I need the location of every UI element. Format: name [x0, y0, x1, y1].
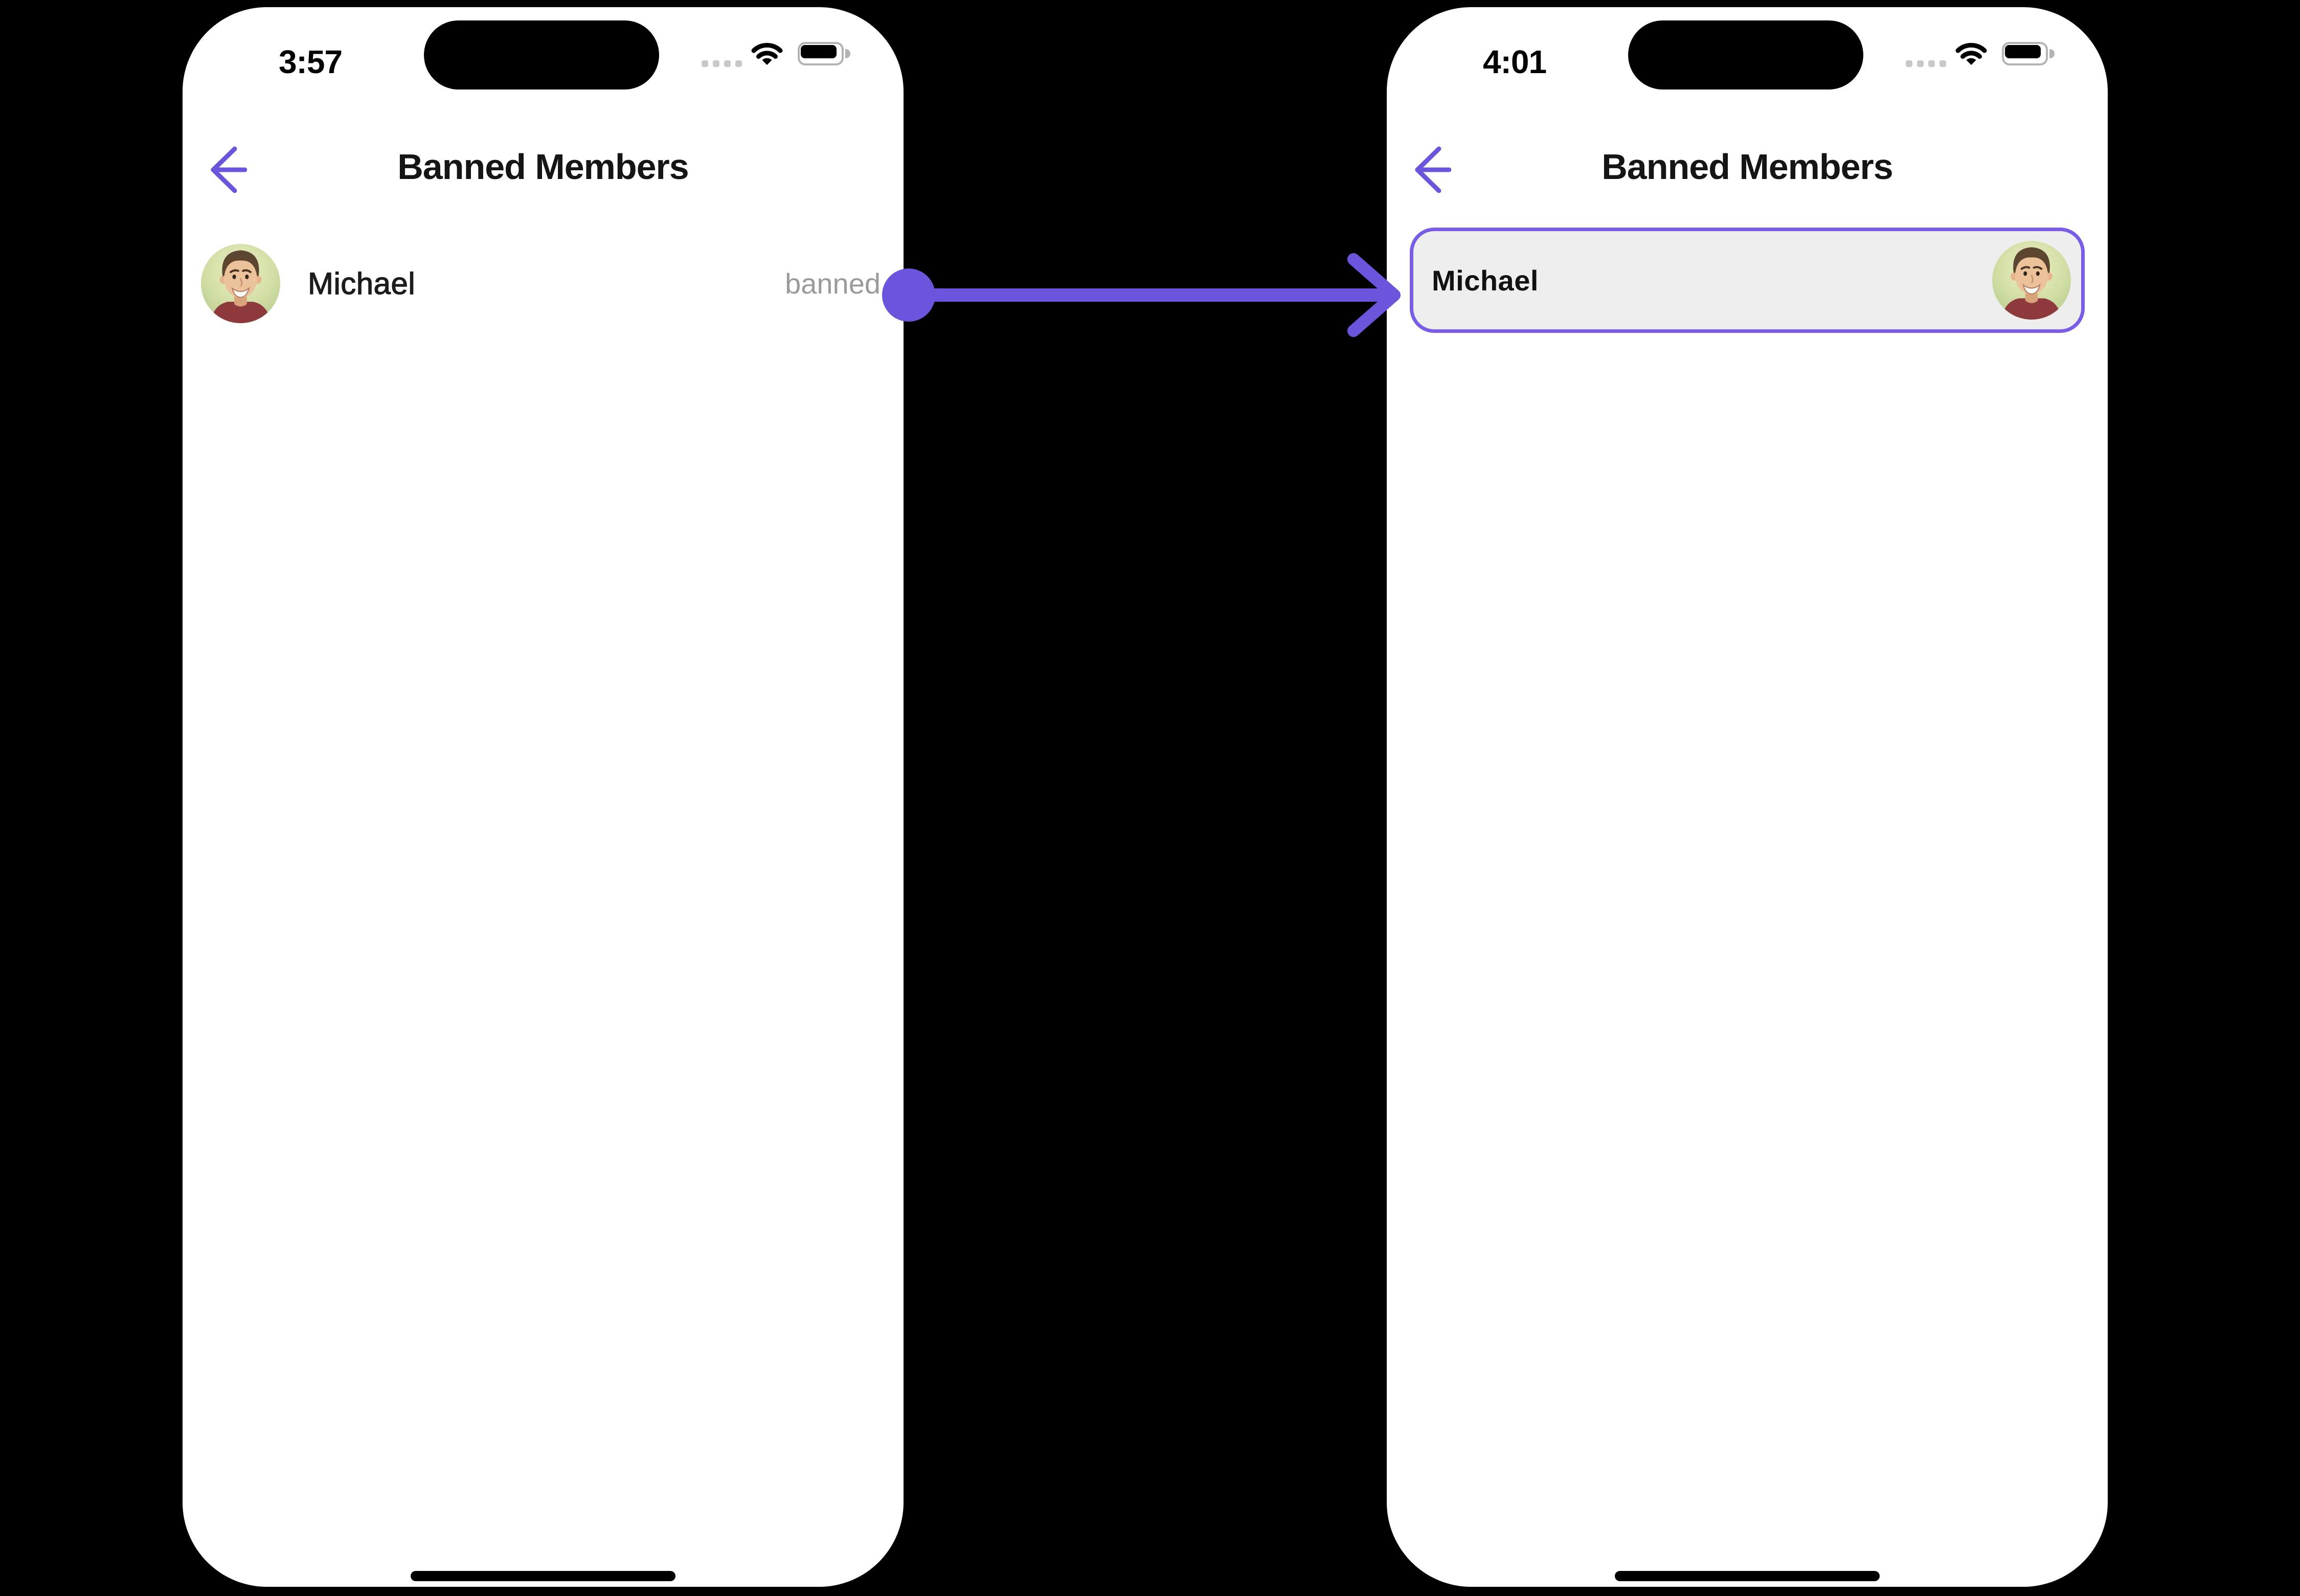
- dynamic-island: [424, 20, 659, 89]
- battery-icon: [798, 42, 851, 65]
- wifi-icon: [1955, 42, 1988, 66]
- cellular-dots-icon: [1906, 60, 1946, 67]
- member-status-badge: banned: [785, 267, 881, 300]
- status-time: 3:57: [278, 43, 343, 80]
- dynamic-island: [1628, 20, 1863, 89]
- page-title: Banned Members: [1602, 147, 1893, 187]
- cellular-dots-icon: [702, 60, 742, 67]
- member-avatar: [201, 243, 280, 323]
- member-name: Michael: [1432, 264, 1539, 297]
- page-title: Banned Members: [397, 147, 689, 187]
- phone-left: 3:57 Banned Members: [183, 7, 904, 1587]
- home-indicator: [1615, 1571, 1880, 1581]
- member-avatar: [1992, 241, 2071, 320]
- flow-arrow: [882, 253, 1401, 337]
- wifi-icon: [751, 42, 783, 66]
- battery-icon: [2002, 42, 2055, 65]
- banned-member-card-selected[interactable]: Michael: [1410, 228, 2085, 333]
- member-name: Michael: [307, 266, 416, 301]
- status-time: 4:01: [1482, 43, 1547, 80]
- back-button[interactable]: [208, 144, 247, 195]
- home-indicator: [411, 1571, 675, 1581]
- banned-member-row[interactable]: Michael banned: [201, 243, 881, 323]
- phone-right: 4:01 Banned Members Michael: [1387, 7, 2108, 1587]
- back-button[interactable]: [1412, 144, 1452, 195]
